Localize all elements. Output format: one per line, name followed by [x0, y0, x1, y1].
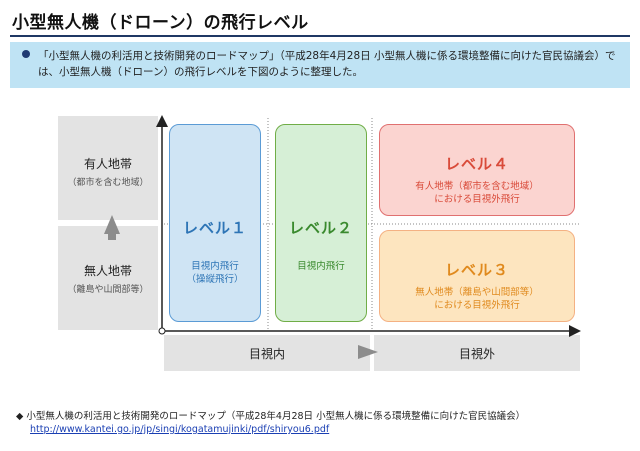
level-2-box: レベル２ 目視内飛行 — [275, 124, 367, 322]
col-label-beyond: 目視外 — [458, 347, 495, 361]
footnote: ◆ 小型無人機の利活用と技術開発のロードマップ（平成28年4月28日 小型無人機… — [16, 411, 526, 422]
row-label-manned-text: 有人地帯 — [83, 157, 132, 171]
level-3-desc-sub: における目視外飛行 — [434, 300, 520, 311]
level-1-desc-sub: （操縦飛行） — [186, 274, 244, 285]
row-label-unmanned: 無人地帯 （離島や山間部等） — [58, 262, 158, 295]
level-4-title: レベル４ — [444, 155, 509, 173]
intro-box: 「小型無人機の利活用と技術開発のロードマップ」（平成28年4月28日 小型無人機… — [10, 42, 630, 88]
axis-origin — [158, 327, 166, 335]
up-arrow-icon — [104, 215, 120, 240]
row-band-unmanned — [58, 226, 158, 330]
title-underline — [10, 35, 630, 37]
right-arrow-icon — [358, 345, 378, 359]
intro-text: 「小型無人機の利活用と技術開発のロードマップ」（平成28年4月28日 小型無人機… — [38, 50, 616, 78]
level-4-desc-sub: における目視外飛行 — [434, 194, 520, 205]
row-label-manned-sub: （都市を含む地域） — [67, 178, 149, 188]
level-1-title: レベル１ — [182, 219, 247, 237]
col-band-beyond — [374, 335, 580, 371]
level-2-title: レベル２ — [288, 219, 353, 237]
col-label-visual: 目視内 — [248, 347, 285, 361]
level-4-desc: 有人地帯（都市を含む地域） — [415, 181, 539, 192]
source-link[interactable]: http://www.kantei.go.jp/jp/singi/kogatam… — [30, 424, 330, 435]
level-3-box: レベル３ 無人地帯（離島や山間部等） における目視外飛行 — [379, 230, 575, 322]
row-label-unmanned-sub: （離島や山間部等） — [67, 285, 149, 295]
col-band-visual — [164, 335, 370, 371]
level-3-title: レベル３ — [444, 261, 509, 279]
level-4-box: レベル４ 有人地帯（都市を含む地域） における目視外飛行 — [379, 124, 575, 216]
level-1-desc: 目視内飛行 — [191, 261, 239, 272]
bullet-icon — [22, 50, 30, 58]
level-3-desc: 無人地帯（離島や山間部等） — [415, 287, 539, 298]
row-label-manned: 有人地帯 （都市を含む地域） — [58, 155, 158, 188]
level-1-box: レベル１ 目視内飛行 （操縦飛行） — [169, 124, 261, 322]
level-2-desc: 目視内飛行 — [297, 261, 345, 272]
page-title: 小型無人機（ドローン）の飛行レベル — [12, 13, 309, 33]
row-label-unmanned-text: 無人地帯 — [83, 264, 132, 278]
row-band-manned — [58, 116, 158, 220]
